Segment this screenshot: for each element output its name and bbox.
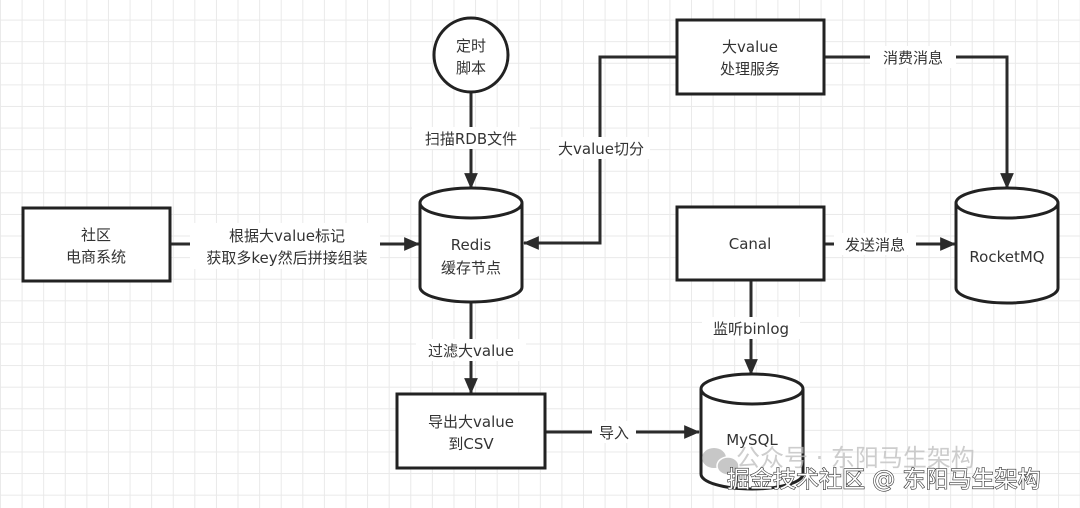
node-timer-script[interactable]: 定时 脚本 xyxy=(432,16,510,94)
edge-label-assemble-line2: 获取多key然后拼接组装 xyxy=(206,249,367,267)
watermark-wechat: 公众号 · 东阳马生架构 xyxy=(736,444,975,472)
node-timer-script-line2: 脚本 xyxy=(456,59,486,77)
node-community-system[interactable]: 社区 电商系统 xyxy=(21,206,172,283)
node-export-csv-line1: 导出大value xyxy=(428,413,514,431)
node-canal[interactable]: Canal xyxy=(675,205,826,282)
edge-label-import: 导入 xyxy=(599,424,629,442)
node-timer-script-line1: 定时 xyxy=(456,37,486,55)
node-community-system-line1: 社区 xyxy=(81,226,111,244)
node-big-value-service-line1: 大value xyxy=(722,38,778,56)
node-rocketmq[interactable]: RocketMQ xyxy=(954,186,1060,305)
edge-label-send-msg: 发送消息 xyxy=(845,236,905,254)
node-canal-label: Canal xyxy=(729,235,772,253)
node-export-csv[interactable]: 导出大value 到CSV xyxy=(395,392,547,470)
node-community-system-line2: 电商系统 xyxy=(66,248,126,266)
edge-label-assemble-line1: 根据大value标记 xyxy=(229,227,345,245)
edge-label-scan-rdb: 扫描RDB文件 xyxy=(425,130,517,148)
node-big-value-service-line2: 处理服务 xyxy=(720,60,780,78)
watermark-juejin: 掘金技术社区 @ 东阳马生架构 xyxy=(727,467,1041,493)
wechat-icon xyxy=(702,448,740,476)
edge-consume-msg xyxy=(824,55,1014,190)
node-redis[interactable]: Redis 缓存节点 xyxy=(418,186,524,304)
node-big-value-service[interactable]: 大value 处理服务 xyxy=(675,18,826,96)
edge-label-filter-value: 过滤大value xyxy=(428,342,514,360)
node-redis-line1: Redis xyxy=(451,236,492,254)
edge-label-listen-binlog: 监听binlog xyxy=(713,320,789,338)
node-mysql-label: MySQL xyxy=(726,431,778,449)
node-export-csv-line2: 到CSV xyxy=(448,435,494,453)
node-rocketmq-label: RocketMQ xyxy=(969,248,1044,266)
node-redis-line2: 缓存节点 xyxy=(441,259,501,277)
edge-label-consume-msg: 消费消息 xyxy=(883,49,943,67)
edge-label-split-value: 大value切分 xyxy=(558,140,644,158)
